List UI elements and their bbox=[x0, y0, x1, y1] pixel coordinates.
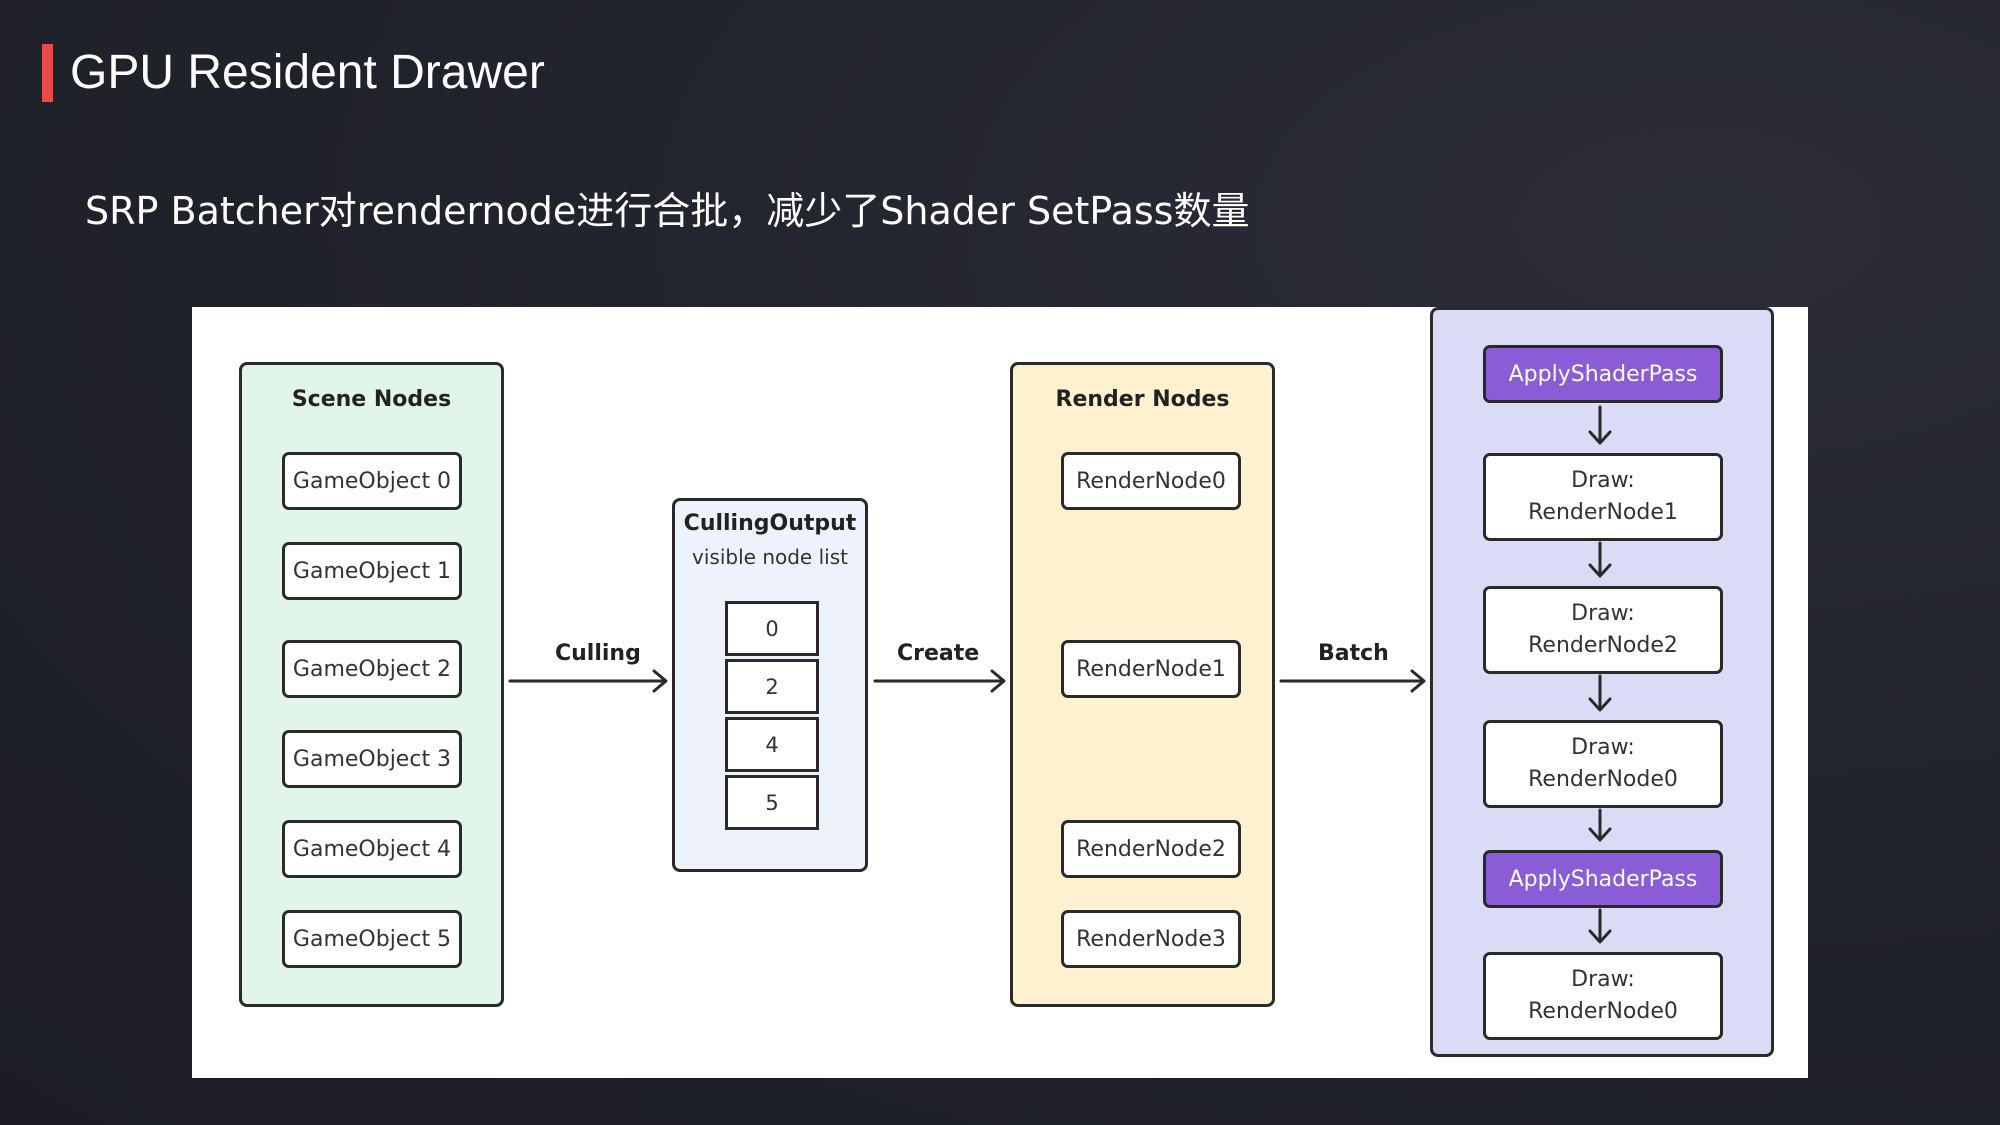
culling-arrow bbox=[508, 669, 668, 693]
game-object-node: GameObject 5 bbox=[282, 910, 462, 968]
draw-target: RenderNode0 bbox=[1528, 767, 1678, 792]
render-node: RenderNode0 bbox=[1061, 452, 1241, 510]
visible-node-index: 0 bbox=[725, 601, 819, 656]
sequence-arrow bbox=[1588, 541, 1612, 578]
render-node: RenderNode3 bbox=[1061, 910, 1241, 968]
game-object-node: GameObject 3 bbox=[282, 730, 462, 788]
game-object-node: GameObject 0 bbox=[282, 452, 462, 510]
culling-edge-label: Culling bbox=[555, 641, 641, 666]
draw-sequence-panel: ApplyShaderPass Draw: RenderNode1 Draw: … bbox=[1430, 307, 1774, 1057]
visible-node-index: 5 bbox=[725, 775, 819, 830]
draw-label: Draw: bbox=[1571, 967, 1635, 992]
visible-node-index: 4 bbox=[725, 717, 819, 772]
render-nodes-title: Render Nodes bbox=[1055, 387, 1230, 412]
game-object-node: GameObject 2 bbox=[282, 640, 462, 698]
draw-target: RenderNode1 bbox=[1528, 500, 1678, 525]
visible-node-index: 2 bbox=[725, 659, 819, 714]
batch-edge-label: Batch bbox=[1318, 641, 1389, 666]
draw-label: Draw: bbox=[1571, 735, 1635, 760]
draw-label: Draw: bbox=[1571, 468, 1635, 493]
diagram-canvas: Scene Nodes GameObject 0 GameObject 1 Ga… bbox=[192, 307, 1808, 1078]
culling-output-subtitle: visible node list bbox=[692, 545, 848, 569]
game-object-node: GameObject 4 bbox=[282, 820, 462, 878]
title-accent-bar bbox=[42, 44, 53, 102]
draw-call: Draw: RenderNode0 bbox=[1483, 720, 1723, 808]
slide-subtitle: SRP Batcher对rendernode进行合批，减少了Shader Set… bbox=[85, 189, 1250, 233]
game-object-node: GameObject 1 bbox=[282, 542, 462, 600]
culling-output-title: CullingOutput bbox=[683, 511, 857, 536]
sequence-arrow bbox=[1588, 908, 1612, 944]
draw-call: Draw: RenderNode0 bbox=[1483, 952, 1723, 1040]
render-node: RenderNode1 bbox=[1061, 640, 1241, 698]
apply-shader-pass: ApplyShaderPass bbox=[1483, 850, 1723, 908]
render-nodes-panel: Render Nodes RenderNode0 RenderNode1 Ren… bbox=[1010, 362, 1275, 1007]
draw-target: RenderNode0 bbox=[1528, 999, 1678, 1024]
draw-call: Draw: RenderNode2 bbox=[1483, 586, 1723, 674]
diagram-arrows bbox=[508, 405, 1612, 944]
culling-output-panel: CullingOutput visible node list 0 2 4 5 bbox=[672, 498, 868, 872]
batch-arrow bbox=[1279, 669, 1426, 693]
draw-label: Draw: bbox=[1571, 601, 1635, 626]
scene-nodes-panel: Scene Nodes GameObject 0 GameObject 1 Ga… bbox=[239, 362, 504, 1007]
draw-call: Draw: RenderNode1 bbox=[1483, 453, 1723, 541]
sequence-arrow bbox=[1588, 674, 1612, 712]
create-edge-label: Create bbox=[897, 641, 980, 666]
render-node: RenderNode2 bbox=[1061, 820, 1241, 878]
sequence-arrow bbox=[1588, 405, 1612, 445]
slide-title: GPU Resident Drawer bbox=[70, 46, 545, 99]
apply-shader-pass: ApplyShaderPass bbox=[1483, 345, 1723, 403]
sequence-arrow bbox=[1588, 808, 1612, 842]
create-arrow bbox=[873, 669, 1006, 693]
draw-target: RenderNode2 bbox=[1528, 633, 1678, 658]
scene-nodes-title: Scene Nodes bbox=[291, 387, 452, 412]
